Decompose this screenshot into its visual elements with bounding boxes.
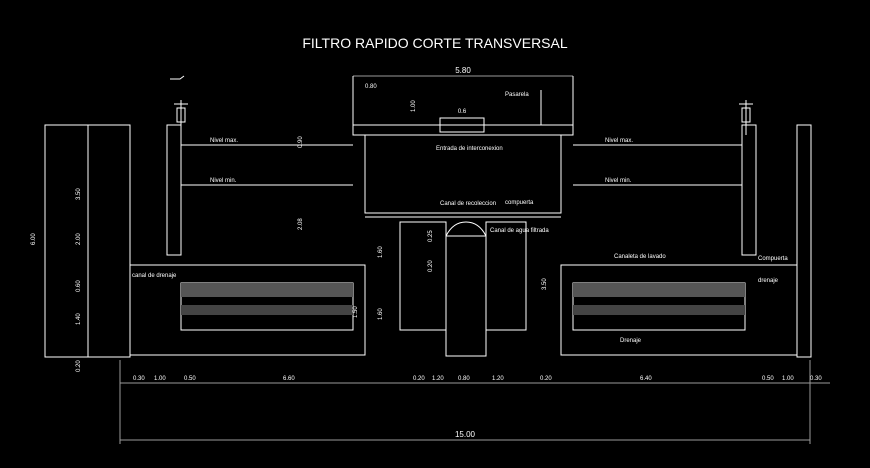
left-tank-floor bbox=[129, 264, 366, 356]
label-drenaje: Drenaje bbox=[620, 338, 642, 344]
dim-100-vert: 1.00 bbox=[411, 100, 417, 112]
central-box bbox=[364, 134, 562, 214]
bottom-dim-8: 0.20 bbox=[540, 376, 552, 382]
label-canal-recol: Canal de recoleccion bbox=[440, 201, 496, 207]
label-drenaje-right: drenaje bbox=[758, 278, 779, 284]
right-bed-layer-2 bbox=[573, 305, 745, 315]
dim-total: 15.00 bbox=[455, 430, 476, 439]
dim-150: 1.50 bbox=[353, 306, 359, 318]
right-outer-wall bbox=[796, 124, 812, 358]
right-tank-wall bbox=[741, 124, 757, 256]
label-canal-agua: Canal de agua filtrada bbox=[490, 228, 549, 234]
dim-140: 1.40 bbox=[76, 313, 82, 325]
bottom-dim-11: 1.00 bbox=[782, 376, 794, 382]
label-pasarela: Pasarela bbox=[505, 92, 529, 98]
label-nivel-min-left: Nivel min. bbox=[210, 178, 237, 184]
dim-160-b: 1.60 bbox=[378, 308, 384, 320]
bottom-dim-10: 0.50 bbox=[762, 376, 774, 382]
label-canal-drenaje: canal de drenaje bbox=[132, 273, 177, 279]
dim-060: 0.60 bbox=[76, 280, 82, 292]
bottom-dim-0: 0.30 bbox=[133, 376, 145, 382]
dim-06: 0.6 bbox=[458, 109, 467, 115]
bottom-dim-1: 1.00 bbox=[154, 376, 166, 382]
dim-200: 2.00 bbox=[76, 233, 82, 245]
dim-350: 3.50 bbox=[76, 188, 82, 200]
dim-600: 6.00 bbox=[31, 233, 37, 245]
bottom-dim-5: 1.20 bbox=[432, 376, 444, 382]
bottom-dim-3: 6.60 bbox=[283, 376, 295, 382]
left-bed-layer-2 bbox=[181, 305, 353, 315]
dim-350-b: 3.50 bbox=[542, 278, 548, 290]
valve-right bbox=[739, 100, 753, 135]
label-canaleta-lavado: Canaleta de lavado bbox=[614, 254, 666, 260]
label-compuerta-top: compuerta bbox=[505, 200, 534, 206]
bottom-dim-2: 0.50 bbox=[184, 376, 196, 382]
right-bed-layer-1 bbox=[573, 283, 745, 297]
center-weir bbox=[445, 221, 487, 237]
dim-025: 0.25 bbox=[428, 230, 434, 242]
bottom-dims: 0.30 1.00 0.50 6.60 0.20 1.20 0.80 1.20 … bbox=[133, 376, 822, 382]
center-pipe bbox=[445, 235, 487, 357]
bottom-dim-7: 1.20 bbox=[492, 376, 504, 382]
dim-080-top: 0.80 bbox=[365, 84, 377, 90]
dim-208: 2.08 bbox=[298, 218, 304, 230]
central-top-slab bbox=[352, 124, 574, 136]
label-nivel-max-right: Nivel max. bbox=[605, 138, 633, 144]
label-compuerta-right: Compuerta bbox=[758, 256, 788, 262]
left-bed-layer-1 bbox=[181, 283, 353, 297]
dim-020-left: 0.20 bbox=[76, 360, 82, 372]
left-channel bbox=[399, 221, 447, 331]
central-gate bbox=[439, 117, 485, 133]
label-nivel-min-right: Nivel min. bbox=[605, 178, 632, 184]
dim-090-left: 0.90 bbox=[298, 136, 304, 148]
label-nivel-max-left: Nivel max. bbox=[210, 138, 238, 144]
drawing-title: FILTRO RAPIDO CORTE TRANSVERSAL bbox=[302, 35, 567, 51]
dim-160-a: 1.60 bbox=[378, 246, 384, 258]
level-mark-left bbox=[170, 75, 185, 80]
dim-020-mid: 0.20 bbox=[428, 260, 434, 272]
label-entrada-inter: Entrada de interconexion bbox=[436, 146, 503, 152]
left-tank-wall bbox=[166, 124, 182, 256]
bottom-dim-12: 0.30 bbox=[810, 376, 822, 382]
bottom-dim-9: 6.40 bbox=[640, 376, 652, 382]
dim-top-total: 5.80 bbox=[455, 66, 471, 75]
bottom-dim-6: 0.80 bbox=[458, 376, 470, 382]
bottom-dim-4: 0.20 bbox=[413, 376, 425, 382]
right-channel bbox=[485, 221, 527, 331]
right-tank-floor bbox=[560, 264, 798, 356]
